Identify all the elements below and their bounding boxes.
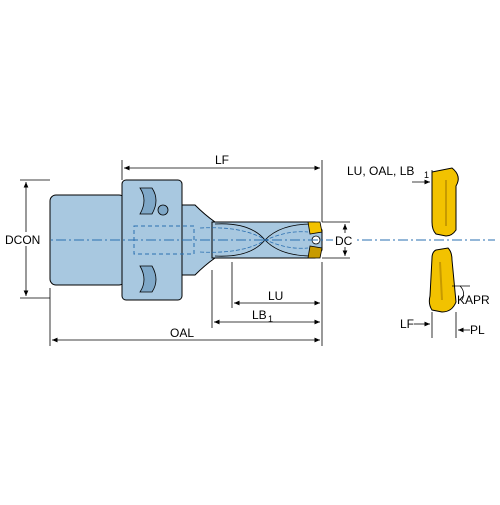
coolant-channel-1 (199, 227, 309, 249)
pl-label: PL (470, 323, 485, 337)
dim-lu: LU (231, 262, 320, 308)
dim-lf-top: LF (121, 153, 323, 222)
dc-label: DC (335, 234, 353, 248)
oal-label: OAL (170, 326, 194, 340)
lu-label: LU (268, 289, 283, 303)
lf-top-label: LF (215, 153, 229, 167)
insert-detail: LU, OAL, LB 1 KAPR LF PL (347, 164, 490, 338)
lf-insert-label: LF (400, 317, 414, 331)
dim-dc: DC (322, 221, 357, 259)
detail-insert-lower (428, 247, 457, 313)
coolant-hole (157, 204, 169, 216)
kapr-label: KAPR (457, 293, 490, 307)
lu-oal-lb-subscript: 1 (424, 170, 429, 180)
dim-dcon: DCON (4, 179, 50, 299)
tool-insert-top (307, 221, 323, 235)
flute-2 (214, 223, 313, 257)
dim-lb1: LB 1 (211, 270, 320, 328)
lu-oal-lb-label: LU, OAL, LB (347, 164, 414, 178)
lb-label: LB (252, 308, 267, 322)
tool-insert-bottom (307, 245, 323, 259)
dcon-label: DCON (5, 233, 40, 247)
lb-subscript: 1 (268, 314, 273, 324)
dim-oal: OAL (49, 262, 323, 346)
lower-slot (139, 265, 157, 293)
coolant-channel-2 (199, 231, 309, 253)
upper-slot (139, 187, 157, 215)
